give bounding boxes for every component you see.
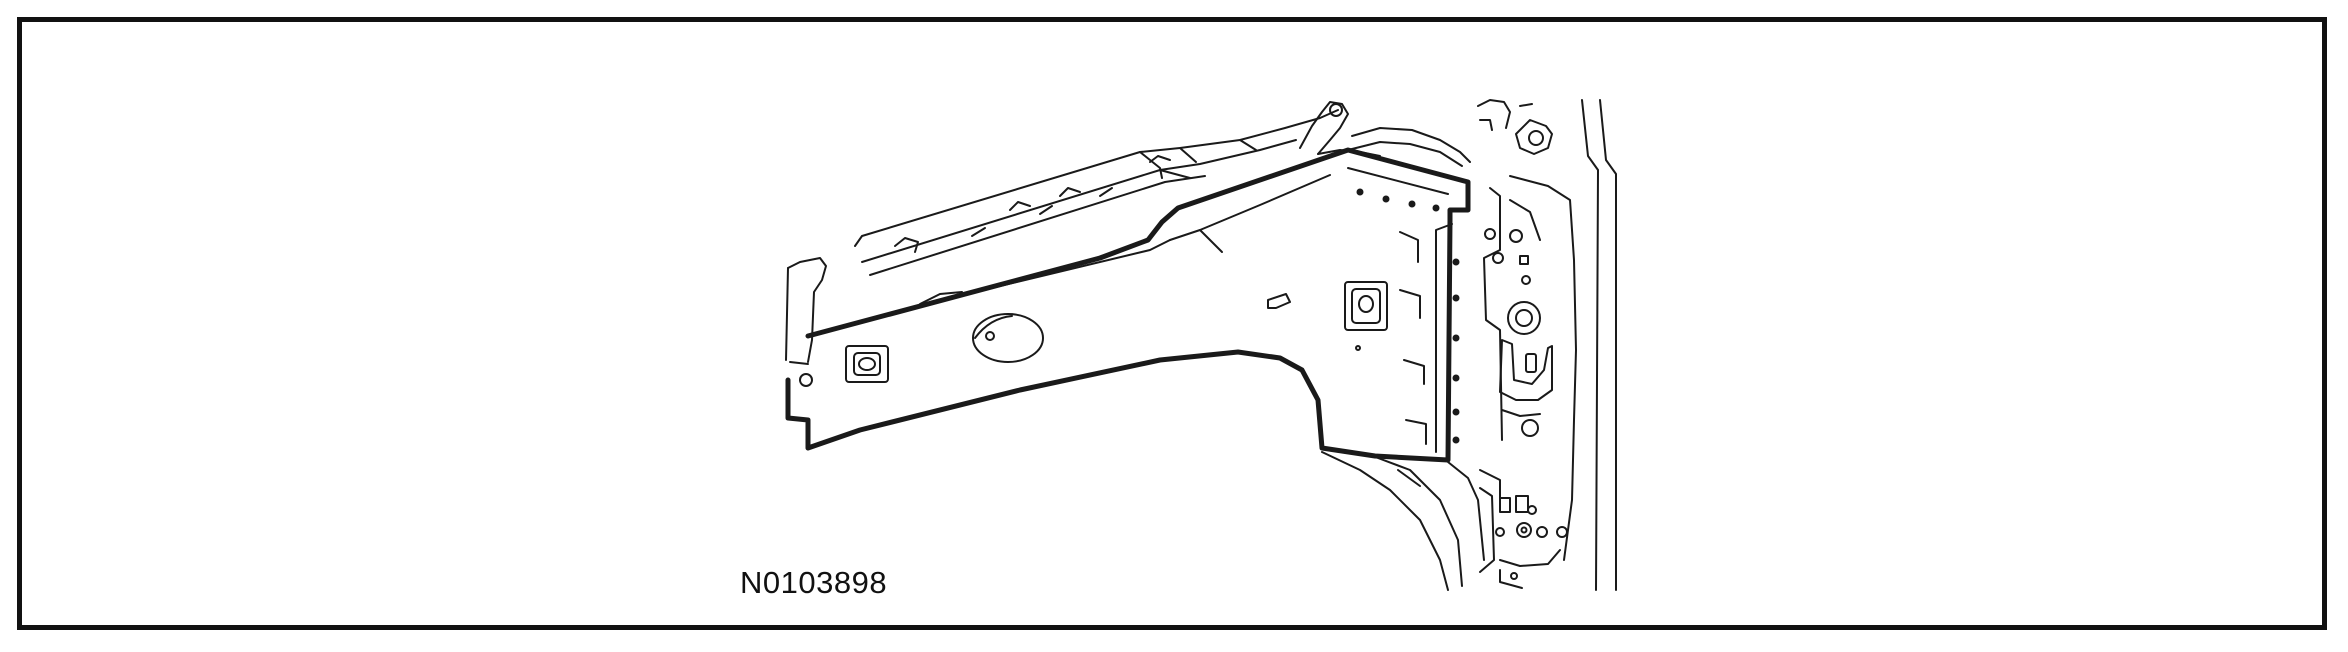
figure-id-label: N0103898 bbox=[740, 565, 888, 600]
right-pillar bbox=[1477, 99, 1617, 591]
lower-quarter-panel bbox=[1321, 451, 1485, 591]
rivet-dots bbox=[1356, 188, 1460, 444]
upper-rail bbox=[854, 109, 1339, 276]
figure-frame bbox=[17, 17, 2327, 630]
main-panel bbox=[785, 174, 1427, 445]
top-bracket bbox=[1299, 101, 1471, 167]
highlighted-part-outline bbox=[785, 147, 1471, 463]
